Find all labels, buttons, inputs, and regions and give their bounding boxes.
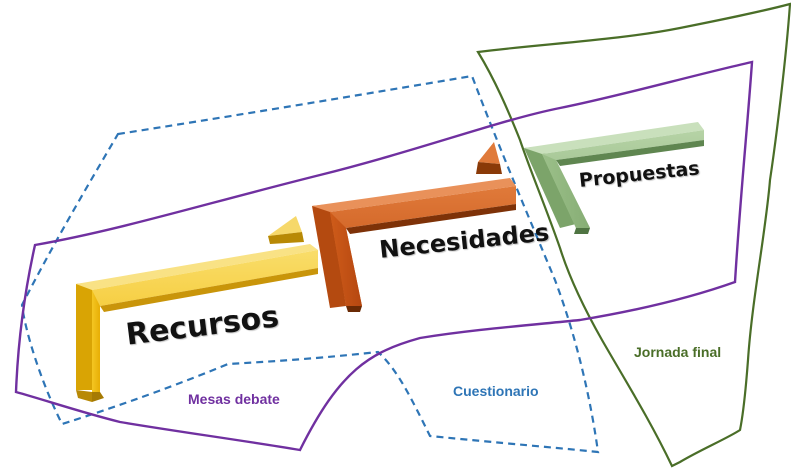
mesas-debate-label: Mesas debate	[188, 391, 280, 407]
recursos-arrow-tip	[268, 216, 304, 244]
jornada-final-region	[476, 2, 791, 468]
necesidades-arrow-tip	[476, 142, 502, 174]
cuestionario-region	[20, 74, 600, 454]
mesas-debate-region	[14, 60, 754, 452]
recursos-bar	[76, 244, 318, 402]
propuestas-bar	[524, 122, 704, 234]
necesidades-bar	[312, 178, 516, 312]
jornada-final-label: Jornada final	[634, 344, 722, 360]
cuestionario-label: Cuestionario	[453, 383, 539, 399]
